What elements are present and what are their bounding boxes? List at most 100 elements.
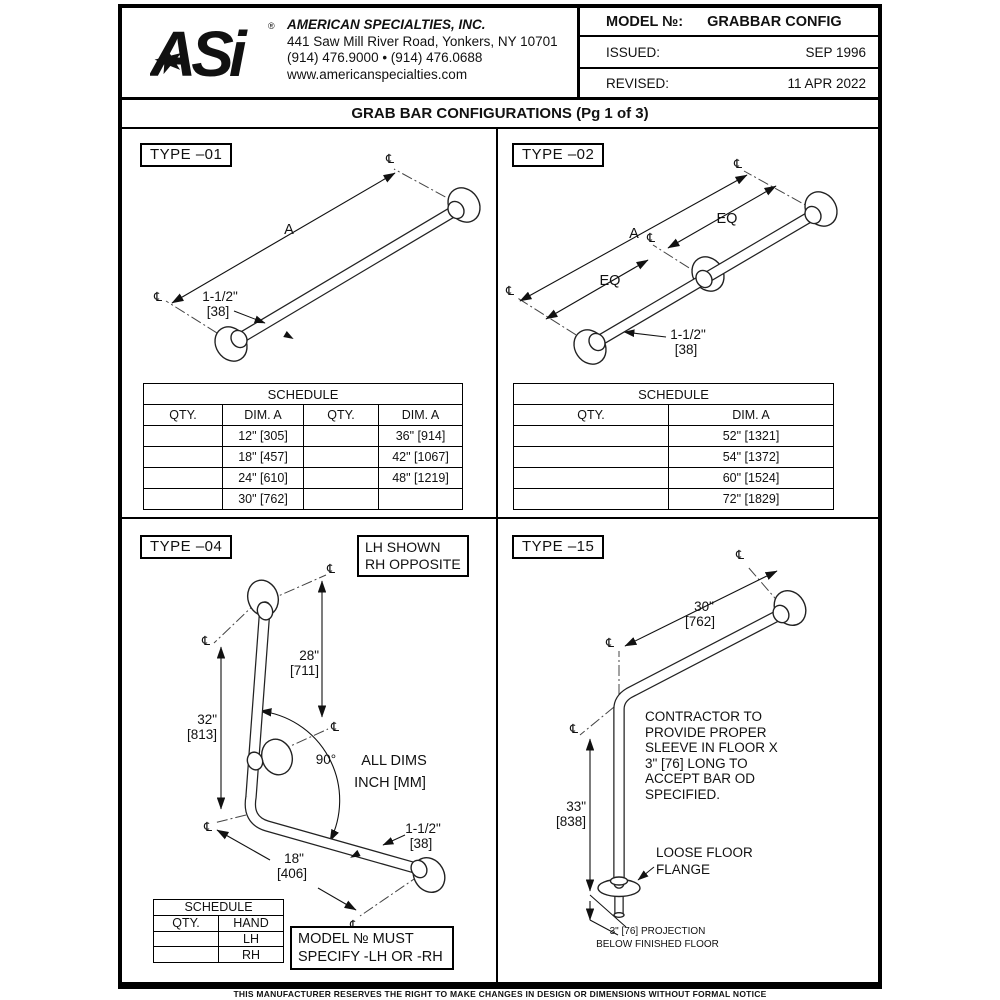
dim-cell: 48" [1219] <box>377 467 464 489</box>
dim-cell: 24" [610] <box>222 467 304 489</box>
grab-bar <box>244 579 446 893</box>
centerline-symbol: ℄ <box>201 633 210 648</box>
grab-bar <box>573 191 838 365</box>
qty-cell[interactable] <box>303 467 379 489</box>
offset-mm-label: [38] <box>675 342 698 357</box>
dim-cell: 30" [762] <box>222 488 304 510</box>
table-row: RH <box>153 946 285 964</box>
qty-cell[interactable] <box>513 446 669 468</box>
model-info-block: MODEL №: GRABBAR CONFIG ISSUED: SEP 1996… <box>577 8 878 97</box>
dim-cell: 18" [457] <box>222 446 304 468</box>
model-note-line: SPECIFY -LH OR -RH <box>298 949 443 965</box>
offset-leader <box>382 834 406 846</box>
table-row: 72" [1829] <box>513 488 835 510</box>
qty-cell[interactable] <box>143 425 223 447</box>
qty-cell[interactable] <box>153 946 219 964</box>
offset-leader <box>623 329 667 338</box>
qty-cell[interactable] <box>153 930 219 948</box>
grab-bar <box>214 187 481 362</box>
model-value: GRABBAR CONFIG <box>707 13 842 30</box>
centerline-symbol: ℄ <box>203 819 212 834</box>
col-header: QTY. <box>153 914 219 932</box>
loose-flange-note: LOOSE FLOOR FLANGE <box>656 845 753 878</box>
qty-cell[interactable] <box>143 467 223 489</box>
qty-cell[interactable] <box>303 425 379 447</box>
projection-note: 3" [76] PROJECTION BELOW FINISHED FLOOR <box>580 925 735 951</box>
company-info: AMERICAN SPECIALTIES, INC. 441 Saw Mill … <box>287 17 558 83</box>
dim-line-18b <box>317 887 357 911</box>
dim-32-inch: 32" <box>197 712 217 727</box>
qty-cell[interactable] <box>513 425 669 447</box>
type01-label: TYPE –01 <box>140 143 233 167</box>
qty-cell[interactable] <box>303 446 379 468</box>
loose-flange-note-line: LOOSE FLOOR <box>656 845 753 860</box>
projection-leader <box>589 919 619 936</box>
dim-cell: 36" [914] <box>377 425 464 447</box>
offset-inch-label: 1-1/2" <box>405 821 441 836</box>
centerline-symbol: ℄ <box>569 721 578 736</box>
dim-line-a <box>171 172 396 304</box>
type04-label: TYPE –04 <box>140 535 233 559</box>
model-row: MODEL №: GRABBAR CONFIG <box>580 8 878 37</box>
company-website[interactable]: www.americanspecialties.com <box>287 66 468 82</box>
type02-drawing: A EQ EQ ℄ ℄ ℄ 1-1/2" [38] <box>505 156 838 365</box>
schedule-title: SCHEDULE <box>142 383 464 405</box>
dim-cell: 72" [1829] <box>667 488 835 510</box>
collar-left <box>230 329 248 349</box>
all-dims-note-line: INCH [MM] <box>354 775 426 791</box>
projection-note-line: BELOW FINISHED FLOOR <box>596 939 719 950</box>
contractor-note: CONTRACTOR TO PROVIDE PROPER SLEEVE IN F… <box>645 709 778 803</box>
col-header: QTY. <box>513 404 669 426</box>
qty-cell[interactable] <box>303 488 379 510</box>
offset-arrow <box>350 849 361 858</box>
table-row: 12" [305] 36" [914] <box>143 425 464 447</box>
qty-cell[interactable] <box>513 467 669 489</box>
dim-a-label: A <box>629 226 639 242</box>
dim-18-inch: 18" <box>284 851 304 866</box>
issued-label: ISSUED: <box>606 44 661 60</box>
dim-line-eq1 <box>545 259 649 320</box>
type01-drawing: A ℄ ℄ 1-1/2" [38] <box>153 151 481 362</box>
flange-leader <box>637 866 655 881</box>
offset-inch-label: 1-1/2" <box>202 289 238 304</box>
contractor-note-line: PROVIDE PROPER <box>645 724 767 740</box>
tube-bottom-cap <box>613 912 625 919</box>
model-label: MODEL №: <box>606 13 684 30</box>
centerlines <box>165 168 463 344</box>
revised-label: REVISED: <box>606 76 670 91</box>
type01-schedule-table: SCHEDULE QTY. DIM. A QTY. DIM. A 12" [30… <box>142 383 464 510</box>
model-note-line: MODEL № MUST <box>298 931 414 947</box>
offset-inch-label: 1-1/2" <box>670 327 706 342</box>
eq-label: EQ <box>717 211 738 227</box>
qty-cell[interactable] <box>143 488 223 510</box>
schedule-title: SCHEDULE <box>152 899 285 916</box>
col-header: HAND <box>217 914 285 932</box>
all-dims-note-line: ALL DIMS <box>361 753 427 769</box>
collar-end <box>410 859 428 879</box>
dim-30-inch: 30" <box>694 599 714 614</box>
table-row: 18" [457] 42" [1067] <box>143 446 464 468</box>
projection-note-line: 3" [76] PROJECTION <box>609 926 706 937</box>
document-frame: ASi ★ ® AMERICAN SPECIALTIES, INC. 441 S… <box>118 4 882 989</box>
title-block-header: ASi ★ ® AMERICAN SPECIALTIES, INC. 441 S… <box>122 8 878 100</box>
hand-cell: LH <box>217 930 285 948</box>
table-row: 54" [1372] <box>513 446 835 468</box>
hand-cell: RH <box>217 946 285 964</box>
dim-30-mm: [762] <box>685 614 715 629</box>
centerline-symbol: ℄ <box>733 156 742 171</box>
centerline-symbol: ℄ <box>349 917 358 932</box>
collar-top <box>256 601 274 621</box>
contractor-note-line: ACCEPT BAR OD <box>645 771 756 787</box>
col-header: QTY. <box>303 404 379 426</box>
qty-cell[interactable] <box>143 446 223 468</box>
company-name: AMERICAN SPECIALTIES, INC. <box>287 17 486 32</box>
dim-33-mm: [838] <box>556 814 586 829</box>
collar-right <box>447 200 465 220</box>
type15-drawing: 30" [762] 33" [838] ℄ ℄ ℄ <box>556 547 807 936</box>
registered-mark-icon: ® <box>268 21 275 31</box>
dim-cell: 60" [1524] <box>667 467 835 489</box>
table-row: LH <box>153 930 285 948</box>
type02-panel: TYPE –02 <box>498 129 878 519</box>
qty-cell[interactable] <box>513 488 669 510</box>
